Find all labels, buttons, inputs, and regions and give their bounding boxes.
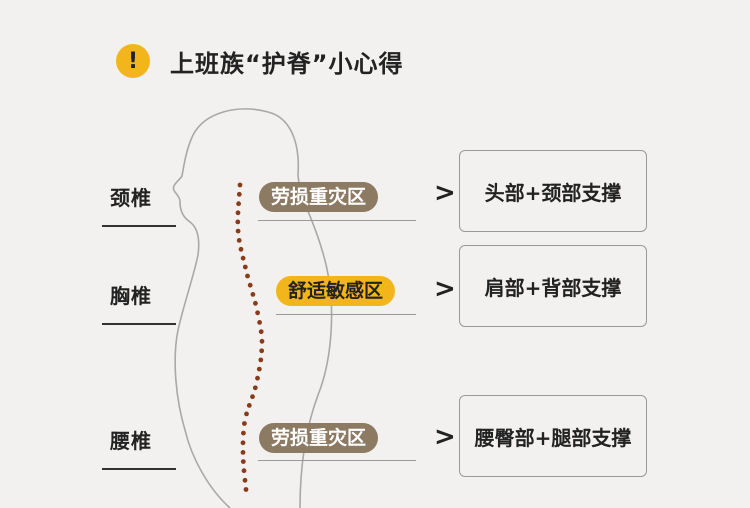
support-box-thoracic: 肩部+背部支撑 <box>459 245 647 327</box>
zone-tag-lumbar: 劳损重灾区 <box>259 423 378 453</box>
spine-dot <box>242 468 247 473</box>
spine-dot <box>244 487 249 492</box>
spine-dot <box>239 247 244 252</box>
spine-dot <box>248 283 253 288</box>
spine-dot <box>242 421 247 426</box>
arrow-icon: > <box>434 274 456 304</box>
spine-dot <box>253 301 258 306</box>
spine-dot <box>237 238 242 243</box>
spine-dot <box>241 450 246 455</box>
spine-dot <box>257 367 262 372</box>
spine-label-thoracic: 胸椎 <box>102 280 176 309</box>
arrow-icon: > <box>434 178 456 208</box>
spine-dot <box>241 459 246 464</box>
spine-dot <box>243 265 248 270</box>
spine-dot <box>255 310 260 315</box>
spine-dot <box>257 320 262 325</box>
zone-underline <box>276 314 416 315</box>
spine-dot <box>258 358 263 363</box>
support-box-lumbar: 腰臀部+腿部支撑 <box>459 395 647 477</box>
spine-dot <box>255 376 260 381</box>
spine-label-lumbar: 腰椎 <box>102 425 176 454</box>
spine-dot <box>245 274 250 279</box>
spine-dot <box>241 440 246 445</box>
spine-dot <box>259 329 264 334</box>
spine-dot <box>247 403 252 408</box>
arrow-icon: > <box>434 422 456 452</box>
zone-tag-cervical: 劳损重灾区 <box>259 182 378 212</box>
zone-underline <box>258 220 416 221</box>
spine-dot <box>250 394 255 399</box>
support-box-cervical: 头部+颈部支撑 <box>459 150 647 232</box>
spine-dot <box>237 192 242 197</box>
spine-dot <box>236 229 241 234</box>
spine-dot <box>260 339 265 344</box>
spine-dot <box>238 183 243 188</box>
spine-dot <box>251 292 256 297</box>
spine-dot <box>244 412 249 417</box>
zone-tag-thoracic: 舒适敏感区 <box>276 276 395 306</box>
spine-dot <box>236 210 241 215</box>
spine-dot <box>243 478 248 483</box>
spine-dot <box>241 431 246 436</box>
spine-label-cervical: 颈椎 <box>102 182 176 211</box>
spine-dot <box>253 385 258 390</box>
spine-dot <box>236 201 241 206</box>
spine-dot <box>235 220 240 225</box>
zone-underline <box>258 460 416 461</box>
spine-dot <box>241 256 246 261</box>
spine-dot <box>259 348 264 353</box>
